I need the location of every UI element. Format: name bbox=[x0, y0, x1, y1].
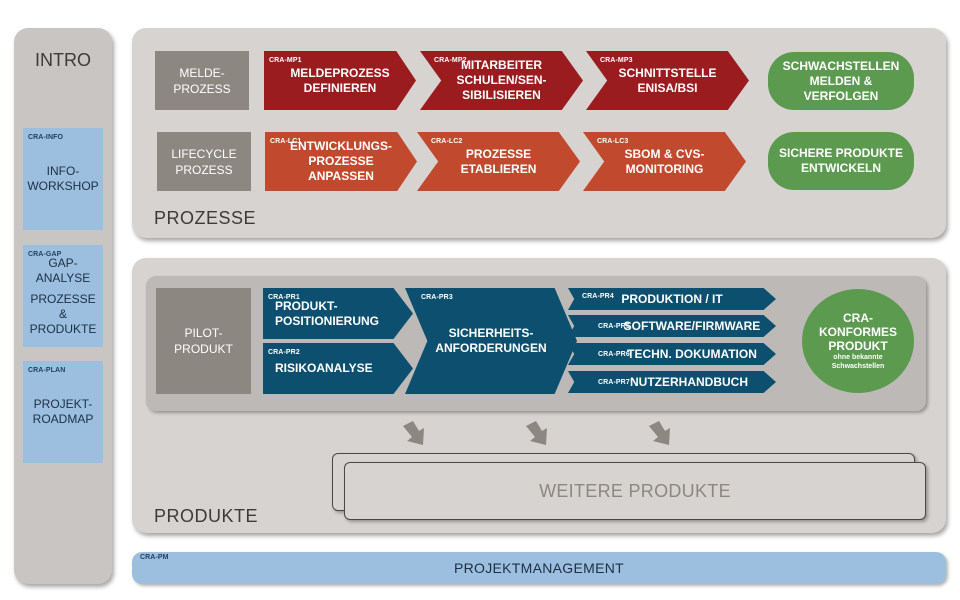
step-pr3: CRA-PR3 SICHERHEITS- ANFORDERUNGEN bbox=[405, 288, 577, 394]
pr1-line-1: PRODUKT- bbox=[275, 298, 338, 313]
lifecycle-prozess-label: LIFECYCLE PROZESS bbox=[157, 132, 251, 191]
goal-sichere-produkte: SICHERE PRODUKTE ENTWICKELN bbox=[768, 132, 914, 190]
info-line-2: WORKSHOP bbox=[27, 179, 99, 193]
tag-cra-gap: CRA-GAP bbox=[28, 251, 62, 258]
tag-lc3: CRA-LC3 bbox=[597, 138, 629, 145]
tag-pr4: CRA-PR4 bbox=[582, 293, 614, 300]
gap-line-4: PROZESSE bbox=[30, 291, 96, 306]
goal-pr-sub-1: ohne bekannte bbox=[833, 354, 883, 361]
pr1-line-2: POSITIONIERUNG bbox=[275, 313, 380, 328]
gap-line-5: & bbox=[58, 306, 67, 321]
step-pr5: CRA-PR5 SOFTWARE/FIRMWARE bbox=[568, 315, 776, 337]
mp3-line-2: ENISA/BSI bbox=[637, 80, 698, 95]
mp2-line-2: SCHULEN/SEN- bbox=[456, 73, 547, 87]
mp1-line-2: DEFINIEREN bbox=[303, 80, 377, 95]
tag-lc1: CRA-LC1 bbox=[270, 138, 302, 145]
weitere-produkte-box: WEITERE PRODUKTE bbox=[344, 462, 926, 520]
lc1-line-2: PROZESSE bbox=[308, 154, 374, 168]
goal-pr-2: KONFORMES bbox=[819, 325, 897, 339]
goal-melde-1: SCHWACHSTELLEN bbox=[782, 58, 900, 73]
lc1-line-3: ANPASSEN bbox=[308, 169, 374, 183]
goal-lc-1: SICHERE PRODUKTE bbox=[778, 146, 903, 160]
pr4-label: PRODUKTION / IT bbox=[621, 291, 723, 306]
projektmanagement-bar: CRA-PM PROJEKTMANAGEMENT bbox=[132, 552, 946, 584]
tag-pr1: CRA-PR1 bbox=[268, 294, 300, 301]
lifecycle-label-2: PROZESS bbox=[175, 162, 233, 177]
pr3-line-1: SICHERHEITS- bbox=[448, 326, 534, 340]
melde-prozess-label: MELDE- PROZESS bbox=[155, 51, 249, 110]
lc2-line-1: PROZESSE bbox=[465, 146, 532, 161]
prozesse-title: PROZESSE bbox=[154, 208, 257, 228]
mp1-line-1: MELDEPROZESS bbox=[290, 65, 390, 80]
lifecycle-label-1: LIFECYCLE bbox=[171, 146, 237, 161]
tag-pr3: CRA-PR3 bbox=[421, 294, 453, 301]
goal-lc-2: ENTWICKELN bbox=[801, 161, 881, 175]
goal-pr-1: CRA- bbox=[843, 311, 873, 325]
mp2-line-3: SIBILISIEREN bbox=[462, 88, 541, 102]
step-pr2: CRA-PR2 RISIKOANALYSE bbox=[263, 343, 413, 394]
goal-cra-konformes-produkt: CRA- KONFORMES PRODUKT ohne bekannte Sch… bbox=[802, 289, 914, 393]
pilot-produkt-label: PILOT- PRODUKT bbox=[156, 288, 251, 394]
step-mp1: CRA-MP1 MELDEPROZESS DEFINIEREN bbox=[264, 51, 416, 110]
intro-title: INTRO bbox=[35, 50, 91, 70]
gap-line-6: PRODUKTE bbox=[29, 321, 97, 336]
lc2-line-2: ETABLIEREN bbox=[460, 161, 537, 176]
lc3-line-1: SBOM & CVS- bbox=[624, 146, 705, 161]
mp2-line-1: MITARBEITER bbox=[460, 58, 543, 72]
intro-info-box: CRA-INFO INFO- WORKSHOP bbox=[23, 128, 103, 230]
tag-cra-plan: CRA-PLAN bbox=[28, 367, 66, 374]
weitere-produkte-label: WEITERE PRODUKTE bbox=[539, 480, 731, 501]
tag-mp3: CRA-MP3 bbox=[600, 57, 633, 64]
step-lc1: CRA-LC1 ENTWICKLUNGS- PROZESSE ANPASSEN bbox=[265, 132, 417, 191]
step-pr7: CRA-PR7 NUTZERHANDBUCH bbox=[568, 371, 776, 393]
pr2-line-1: RISIKOANALYSE bbox=[275, 361, 373, 375]
pr3-line-2: ANFORDERUNGEN bbox=[435, 341, 547, 355]
melde-label-2: PROZESS bbox=[173, 81, 231, 96]
projektmanagement-label: PROJEKTMANAGEMENT bbox=[453, 560, 624, 576]
step-lc2: CRA-LC2 PROZESSE ETABLIEREN bbox=[417, 132, 580, 191]
lc1-line-1: ENTWICKLUNGS- bbox=[290, 139, 392, 153]
step-pr6: CRA-PR6 TECHN. DOKUMATION bbox=[568, 343, 776, 365]
pilot-label-2: PRODUKT bbox=[174, 342, 233, 356]
step-mp2: CRA-MP2 MITARBEITER SCHULEN/SEN- SIBILIS… bbox=[420, 51, 583, 110]
tag-pr6: CRA-PR6 bbox=[598, 351, 630, 358]
down-right-arrow-icon bbox=[649, 421, 670, 445]
tag-mp2: CRA-MP2 bbox=[434, 57, 467, 64]
tag-lc2: CRA-LC2 bbox=[431, 138, 463, 145]
pr6-label: TECHN. DOKUMATION bbox=[627, 346, 757, 361]
produkte-title: PRODUKTE bbox=[154, 506, 259, 526]
plan-line-2: ROADMAP bbox=[32, 412, 94, 426]
step-pr4: CRA-PR4 PRODUKTION / IT bbox=[568, 288, 776, 310]
gap-line-1: GAP- bbox=[48, 255, 78, 270]
down-right-arrow-icon bbox=[526, 421, 547, 445]
tag-mp1: CRA-MP1 bbox=[269, 57, 302, 64]
pr5-label: SOFTWARE/FIRMWARE bbox=[623, 318, 761, 333]
gap-line-2: ANALYSE bbox=[35, 270, 91, 285]
lc3-line-2: MONITORING bbox=[625, 161, 704, 176]
intro-plan-box: CRA-PLAN PROJEKT- ROADMAP bbox=[23, 361, 103, 463]
intro-gap-box: CRA-GAP GAP- ANALYSE PROZESSE & PRODUKTE bbox=[23, 245, 103, 347]
info-line-1: INFO- bbox=[46, 164, 80, 178]
tag-cra-info: CRA-INFO bbox=[28, 134, 64, 141]
down-right-arrow-icon bbox=[403, 421, 424, 445]
tag-pr7: CRA-PR7 bbox=[598, 379, 630, 386]
goal-melde-2: MELDEN & bbox=[809, 73, 873, 88]
goal-melde-3: VERFOLGEN bbox=[803, 88, 879, 103]
mp3-line-1: SCHNITTSTELLE bbox=[618, 65, 717, 80]
plan-line-1: PROJEKT- bbox=[33, 397, 93, 411]
melde-label-1: MELDE- bbox=[179, 65, 225, 80]
tag-pr5: CRA-PR5 bbox=[598, 323, 630, 330]
goal-schwachstellen: SCHWACHSTELLEN MELDEN & VERFOLGEN bbox=[768, 52, 914, 110]
pilot-label-1: PILOT- bbox=[184, 326, 223, 340]
pr7-label: NUTZERHANDBUCH bbox=[630, 374, 748, 389]
tag-pr2: CRA-PR2 bbox=[268, 349, 300, 356]
step-lc3: CRA-LC3 SBOM & CVS- MONITORING bbox=[583, 132, 746, 191]
tag-cra-pm: CRA-PM bbox=[140, 554, 169, 561]
goal-pr-sub-2: Schwachstellen bbox=[831, 363, 885, 370]
step-mp3: CRA-MP3 SCHNITTSTELLE ENISA/BSI bbox=[586, 51, 749, 110]
step-pr1: CRA-PR1 PRODUKT- POSITIONIERUNG bbox=[263, 288, 413, 339]
goal-pr-3: PRODUKT bbox=[828, 339, 888, 353]
